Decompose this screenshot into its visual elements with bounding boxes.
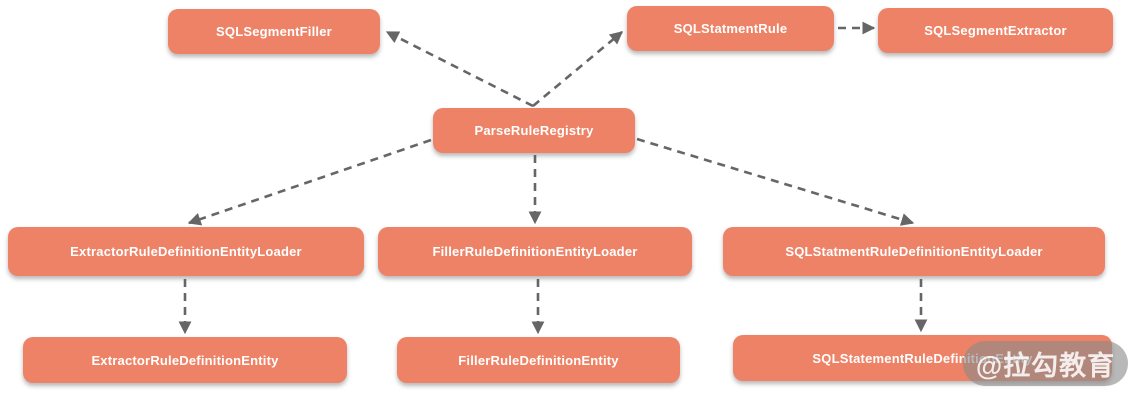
node-sql-statment-rule-loader: SQLStatmentRuleDefinitionEntityLoader (723, 227, 1105, 276)
edge-parse-rule-registry-to-extractor-rule-loader (187, 138, 432, 226)
watermark: @拉勾教育 (963, 341, 1128, 386)
node-sql-statment-rule: SQLStatmentRule (627, 6, 834, 51)
edge-parse-rule-registry-to-sql-statment-rule-loader (636, 137, 915, 226)
node-extractor-rule-entity: ExtractorRuleDefinitionEntity (23, 337, 347, 383)
node-filler-rule-loader: FillerRuleDefinitionEntityLoader (378, 227, 692, 276)
node-sql-segment-extractor: SQLSegmentExtractor (878, 8, 1113, 53)
watermark-text: @拉勾教育 (975, 351, 1116, 381)
node-parse-rule-registry: ParseRuleRegistry (433, 108, 635, 153)
node-filler-rule-entity: FillerRuleDefinitionEntity (397, 337, 680, 383)
edge-parse-rule-registry-to-sql-segment-filler (385, 30, 534, 108)
edge-parse-rule-registry-to-sql-statment-rule (532, 31, 623, 107)
node-extractor-rule-loader: ExtractorRuleDefinitionEntityLoader (8, 227, 364, 276)
node-sql-segment-filler: SQLSegmentFiller (168, 9, 380, 54)
